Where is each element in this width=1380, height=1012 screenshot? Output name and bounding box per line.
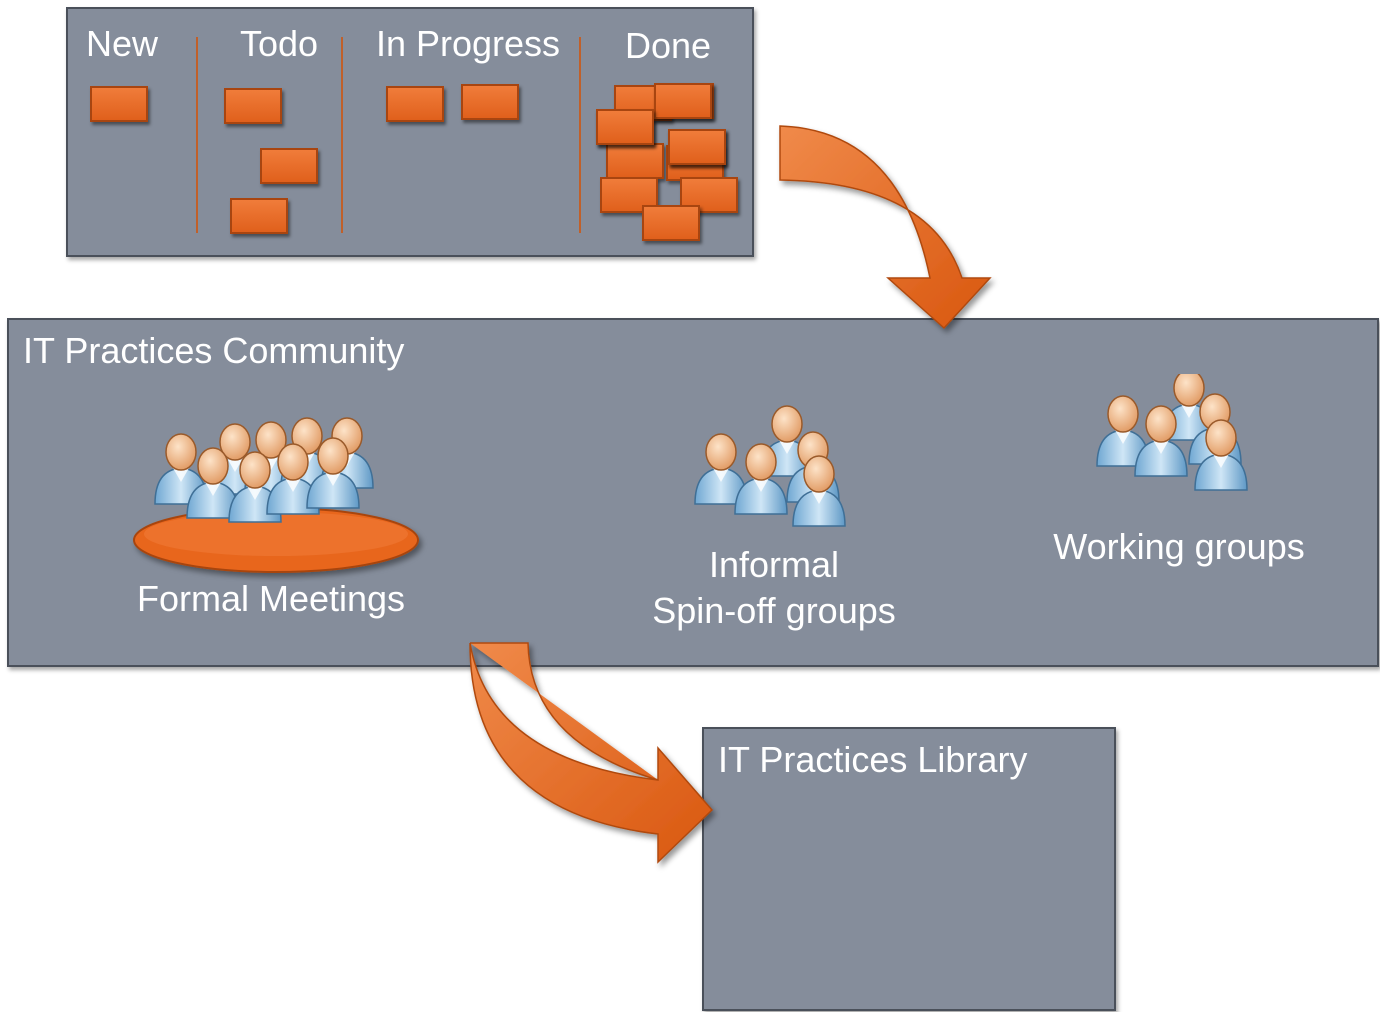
informal-label-line2: Spin-off groups <box>652 590 896 631</box>
task-card <box>642 205 700 241</box>
task-card <box>596 109 654 145</box>
library-panel: IT Practices Library <box>702 727 1116 1011</box>
formal-meetings-label: Formal Meetings <box>136 578 406 619</box>
people-on-platform-icon <box>133 417 419 573</box>
task-card <box>461 84 519 120</box>
people-group-icon <box>694 405 846 527</box>
column-header-in-progress: In Progress <box>375 23 561 64</box>
column-divider <box>196 37 198 233</box>
community-title: IT Practices Community <box>23 330 405 371</box>
column-header-todo: Todo <box>239 23 319 64</box>
column-header-new: New <box>85 23 159 64</box>
task-card <box>680 177 738 213</box>
task-card <box>260 148 318 184</box>
column-divider <box>579 37 581 233</box>
people-group-icon <box>1096 374 1248 491</box>
informal-label-line1: Informal <box>708 544 840 585</box>
kanban-board: New Todo In Progress Done <box>66 7 754 257</box>
library-title: IT Practices Library <box>718 739 1028 780</box>
task-card <box>386 86 444 122</box>
task-card <box>668 129 726 165</box>
task-card <box>654 83 712 119</box>
working-groups-label: Working groups <box>1053 526 1305 567</box>
community-panel: IT Practices Community Formal Meetings I… <box>7 318 1379 667</box>
task-card <box>606 143 664 179</box>
column-header-done: Done <box>624 25 712 66</box>
task-card <box>230 198 288 234</box>
task-card <box>224 88 282 124</box>
task-card <box>90 86 148 122</box>
column-divider <box>341 37 343 233</box>
